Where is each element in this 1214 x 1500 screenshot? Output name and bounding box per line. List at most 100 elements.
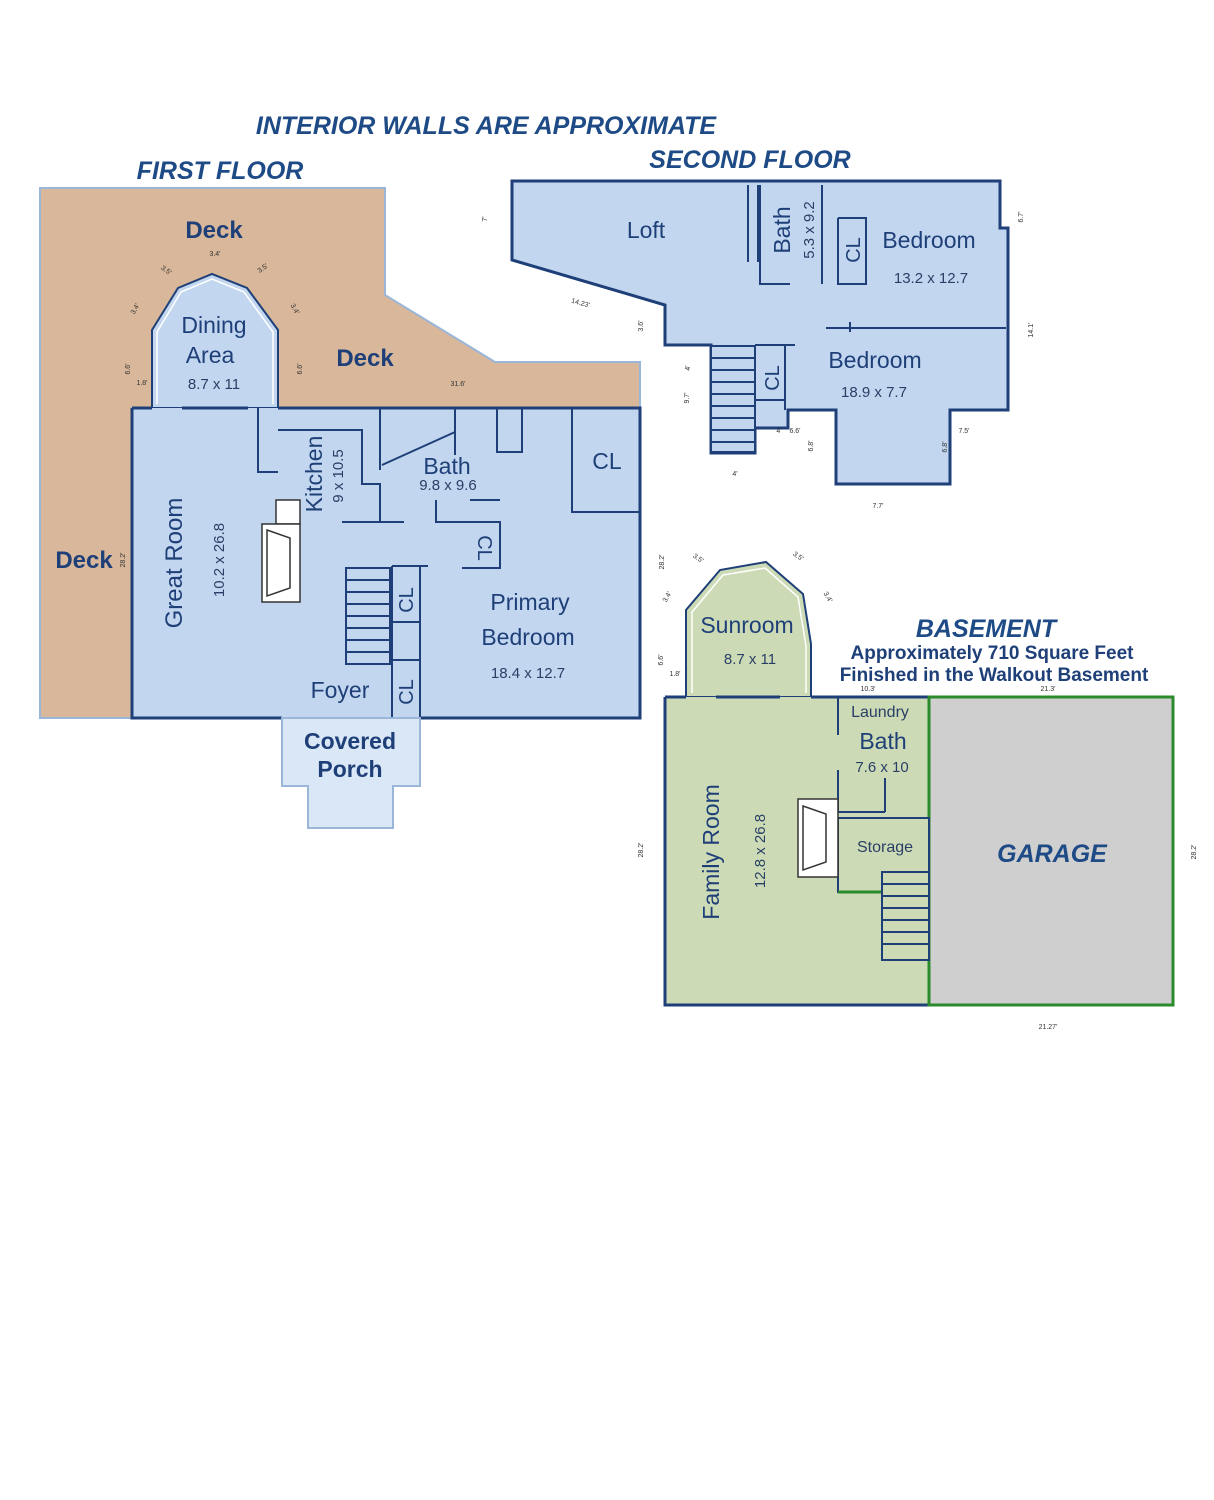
great-room-size: 10.2 x 26.8 (211, 523, 228, 597)
stair-closet-walls (391, 565, 428, 718)
dim-mark: 21.3' (1041, 686, 1056, 693)
dining-bay (151, 272, 279, 409)
dim-mark: 10.3' (861, 686, 876, 693)
dim-mark: 31.6' (451, 381, 466, 388)
dim-mark: 1.8' (669, 671, 680, 678)
bath-door-wall (381, 408, 456, 466)
first-closet-label: CL (592, 448, 622, 474)
dim-mark: 9.7' (684, 392, 691, 403)
bath-closet-label: CL (473, 535, 495, 561)
dim-mark: 6.6' (789, 428, 800, 435)
porch-label-line1: Covered (304, 728, 396, 754)
dim-mark: 6.6' (658, 654, 665, 665)
dim-mark: 6.6' (297, 363, 304, 374)
sunroom-bay (685, 560, 812, 698)
family-room-label: Family Room (698, 784, 724, 919)
basement-heading: BASEMENT (916, 615, 1059, 643)
family-room-size: 12.8 x 26.8 (752, 814, 769, 888)
plan-title: INTERIOR WALLS ARE APPROXIMATE (256, 112, 718, 140)
basement-bath-size: 7.6 x 10 (855, 759, 908, 776)
first-floor: FIRST FLOOR Deck (39, 157, 642, 829)
stair-closet-label-2: CL (396, 679, 418, 705)
kitchen-size: 9 x 10.5 (330, 449, 347, 502)
upper-closet-walls (837, 217, 867, 285)
second-floor-stairs (710, 345, 756, 453)
dim-mark: 28.2' (659, 555, 666, 570)
stair-closet-label-1: CL (396, 587, 418, 613)
deck-top-label: Deck (185, 217, 243, 244)
deck-right-label: Deck (336, 345, 394, 372)
primary-bedroom-line1: Primary (490, 589, 570, 615)
second-floor-interior (510, 179, 1010, 486)
first-floor-heading: FIRST FLOOR (137, 157, 304, 185)
dining-label-line1: Dining (181, 312, 246, 338)
first-floor-stairs (345, 567, 391, 665)
dim-mark: 3.4' (288, 303, 300, 316)
upper-bedroom-1-label: Bedroom (882, 227, 975, 253)
sunroom-size: 8.7 x 11 (724, 651, 776, 668)
upper-bath-label: Bath (769, 206, 795, 253)
foyer-label: Foyer (311, 677, 370, 703)
dining-bay-inner-line (156, 278, 274, 404)
first-bath-label: Bath (423, 453, 470, 479)
dining-label-line2: Area (186, 342, 235, 368)
second-floor: SECOND FLOOR Loft Bath 5.3 x 9.2 CL Bedr… (482, 146, 1035, 510)
kitchen-label: Kitchen (301, 436, 327, 513)
upper-bedroom-1-size: 13.2 x 12.7 (894, 270, 968, 287)
dim-mark: 3.4' (130, 303, 142, 316)
first-bath-size: 9.8 x 9.6 (419, 477, 477, 494)
primary-bedroom-size: 18.4 x 12.7 (491, 665, 565, 682)
second-floor-heading: SECOND FLOOR (649, 146, 850, 174)
laundry-label: Laundry (851, 704, 909, 721)
dim-mark: 3.5' (691, 553, 704, 565)
great-room-label: Great Room (161, 498, 188, 629)
dim-mark: 3.4' (209, 251, 220, 258)
upper-bath-size: 5.3 x 9.2 (801, 201, 818, 259)
dim-mark: 4' (732, 471, 737, 478)
dim-mark: 14.23' (570, 298, 590, 310)
loft-bath-walls (747, 185, 823, 285)
basement-outer-walls (663, 695, 929, 1007)
first-floor-outer-walls (130, 406, 642, 720)
first-floor-interior (132, 408, 640, 718)
covered-porch (281, 717, 421, 829)
dim-mark: 4' (685, 365, 692, 370)
basement-fireplace-icon (797, 798, 839, 878)
dining-size: 8.7 x 11 (188, 376, 240, 393)
kitchen-wall-left (257, 408, 278, 473)
garage-label: GARAGE (997, 840, 1108, 868)
fireplace-icon (261, 499, 301, 603)
dim-mark: 21.27' (1039, 1024, 1058, 1031)
bath-wall-right (496, 408, 523, 453)
kitchen-wall-top (278, 429, 381, 522)
bath-closet-walls (435, 499, 501, 569)
closet-top-walls (571, 408, 640, 513)
dim-mark: 7.5' (958, 428, 969, 435)
sunroom-bay-inner-line (691, 567, 807, 693)
dim-mark: 6.6' (125, 363, 132, 374)
dim-mark: 7' (482, 216, 489, 221)
dim-mark: 4' (776, 428, 781, 435)
dim-mark: 28.2' (638, 843, 645, 858)
basement-stairs (881, 871, 930, 961)
dim-mark: 6.7' (1018, 211, 1025, 222)
basement: BASEMENT Approximately 710 Square Feet F… (638, 551, 1198, 1031)
basement-bath-label: Bath (859, 728, 906, 754)
dim-mark: 3.5' (791, 551, 804, 563)
dim-mark: 7.7' (872, 503, 883, 510)
primary-bedroom-line2: Bedroom (481, 624, 574, 650)
storage-label: Storage (857, 839, 913, 856)
dim-mark: 3.4' (662, 591, 674, 604)
dim-mark: 14.1' (1028, 323, 1035, 338)
upper-bedroom-2-size: 18.9 x 7.7 (841, 384, 907, 401)
porch-label-line2: Porch (317, 756, 382, 782)
loft-label: Loft (627, 217, 666, 243)
dim-mark: 3.4' (821, 591, 833, 604)
upper-closet-label: CL (843, 237, 865, 263)
stair-closet-walls-upper (755, 344, 795, 410)
dim-mark: 6.8' (808, 440, 815, 451)
dim-mark: 3.6' (638, 320, 645, 331)
dim-mark: 6.8' (942, 441, 949, 452)
basement-note-line1: Approximately 710 Square Feet (851, 643, 1135, 664)
